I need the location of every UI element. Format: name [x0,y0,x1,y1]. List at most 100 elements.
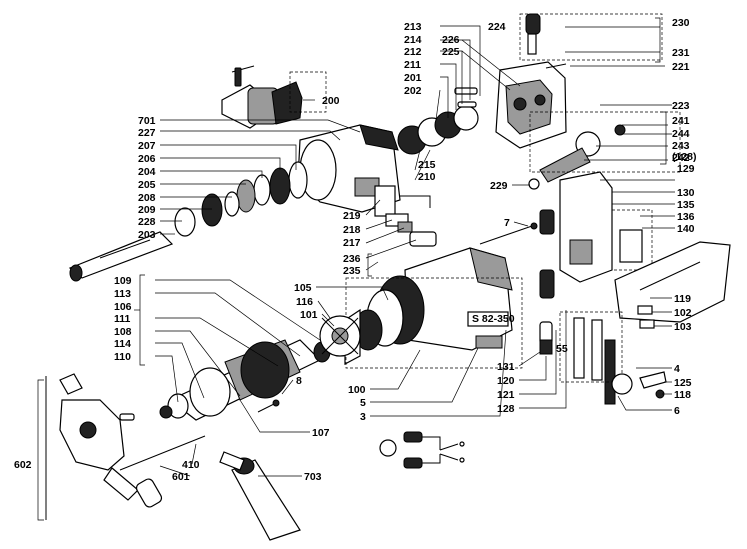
label-215: 215 [418,159,436,171]
label-101: 101 [300,309,318,321]
label-219: 219 [343,210,361,222]
label-602: 602 [14,459,32,471]
carbon-brushes: 55 [556,311,623,405]
label-7: 7 [504,217,510,229]
label-116: 116 [296,296,313,308]
label-120: 120 [497,375,515,387]
screw-8 [257,399,280,413]
label-243: 243 [672,140,690,152]
label-231: 231 [672,47,690,59]
label-410: 410 [182,459,200,471]
leader-lines [155,25,675,477]
label-217: 217 [343,237,361,249]
label-204: 204 [138,166,156,178]
wiring-schematic [379,431,465,469]
label-119: 119 [674,293,691,305]
label-3: 3 [360,411,366,423]
selector-knob [519,13,663,61]
label-103: 103 [674,321,692,333]
label-212: 212 [404,46,422,58]
armature [159,339,331,421]
label-601: 601 [172,471,190,483]
label-228: 228 [138,216,156,228]
label-4: 4 [674,363,680,375]
label-229: 229 [490,180,508,192]
label-114: 114 [114,338,131,350]
label-206: 206 [138,153,156,165]
label-205: 205 [138,179,156,191]
switch-parts [374,185,437,247]
label-701: 701 [138,115,156,127]
label-241: 241 [672,115,690,127]
label-102: 102 [674,307,692,319]
label-130: 130 [677,187,695,199]
label-118: 118 [674,389,691,401]
brush-length-text: 55 [556,343,568,355]
label-236: 236 [343,253,361,265]
label-230: 230 [672,17,690,29]
group-brackets [37,17,667,521]
gear-set-right [528,111,681,190]
label-242: 242 [672,152,690,164]
label-100: 100 [348,384,366,396]
label-224: 224 [488,21,506,33]
label-128: 128 [497,403,515,415]
label-210: 210 [418,171,436,183]
drill-chuck [221,71,327,129]
rear-cover [614,241,731,329]
label-140: 140 [677,223,695,235]
bearing-stack [174,161,308,237]
label-207: 207 [138,140,156,152]
handle-rear [539,171,653,355]
label-218: 218 [343,224,361,236]
label-213: 213 [404,21,422,33]
chuck-key [231,65,255,87]
label-106: 106 [114,301,132,313]
label-209: 209 [138,204,156,216]
cord-clamp [611,371,667,399]
label-131: 131 [497,361,515,373]
label-201: 201 [404,72,422,84]
fan [319,315,361,357]
label-214: 214 [404,34,422,46]
spindle [68,231,174,282]
plate-text: S 82-350 [472,313,515,325]
gearbox-cover [495,61,567,149]
screw-7 [479,222,538,245]
label-108: 108 [114,326,132,338]
label-6: 6 [674,405,680,417]
label-109: 109 [114,275,132,287]
label-107: 107 [312,427,330,439]
label-202: 202 [404,85,422,97]
label-225: 225 [442,46,460,58]
part-labels: 200 201 202 203 204 205 206 207 208 209 … [14,17,697,483]
label-211: 211 [404,59,421,71]
grip-703 [219,451,301,541]
label-227: 227 [138,127,156,139]
side-handle [45,373,206,520]
label-703: 703 [304,471,322,483]
gear-cluster [397,87,479,155]
label-221: 221 [672,61,690,73]
label-135: 135 [677,199,695,211]
label-8: 8 [296,375,302,387]
label-5: 5 [360,397,366,409]
label-105: 105 [294,282,312,294]
label-110: 110 [114,351,131,363]
label-223: 223 [672,100,690,112]
label-136: 136 [677,211,695,223]
motor-housing: S 82-350 [344,247,523,369]
label-200: 200 [322,95,340,107]
label-128p: (128) [672,151,697,163]
label-113: 113 [114,288,131,300]
label-125: 125 [674,377,692,389]
label-208: 208 [138,192,156,204]
label-111: 111 [114,313,131,325]
label-226: 226 [442,34,460,46]
label-244: 244 [672,128,690,140]
label-129: 129 [677,163,695,175]
label-203: 203 [138,229,156,241]
label-121: 121 [497,389,515,401]
label-235: 235 [343,265,361,277]
